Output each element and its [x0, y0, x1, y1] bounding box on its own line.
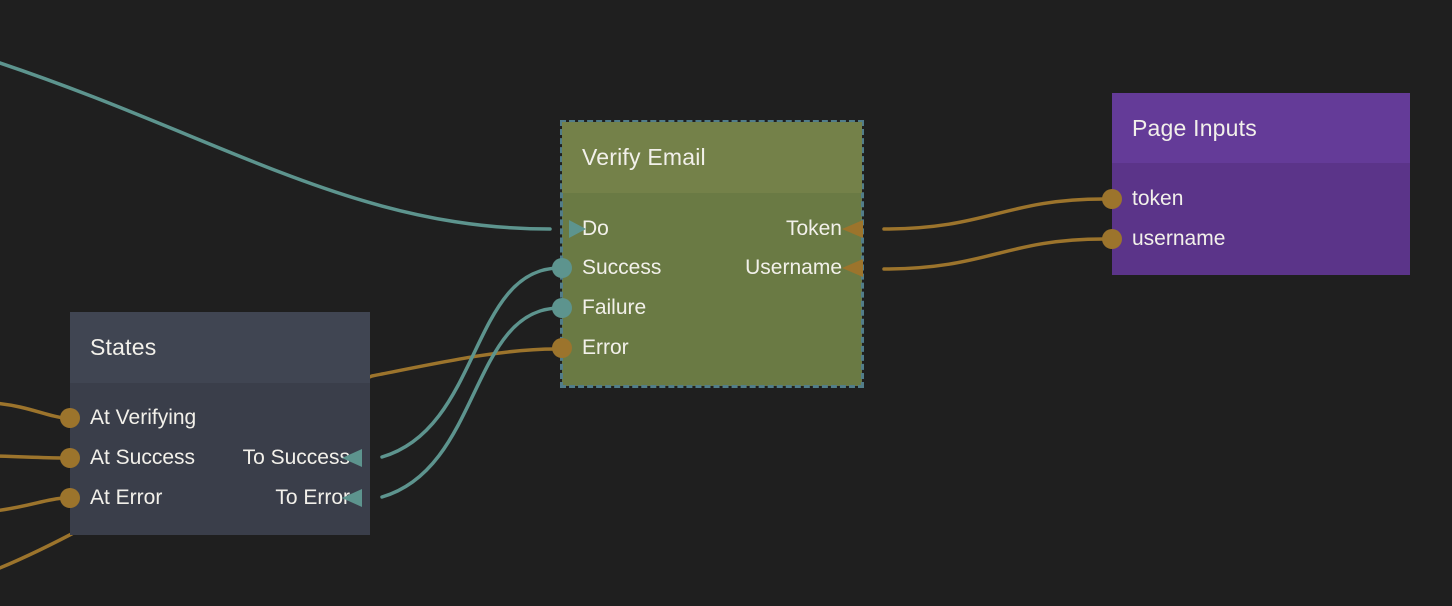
- port-row-do: Do: [569, 214, 609, 244]
- exec-in-arrow-icon[interactable]: [569, 220, 586, 238]
- port-label-username-out: username: [1132, 227, 1226, 250]
- node-verify-email-title: Verify Email: [582, 144, 706, 170]
- port-token-out[interactable]: [1102, 189, 1122, 209]
- port-username-out[interactable]: [1102, 229, 1122, 249]
- node-page-inputs-title: Page Inputs: [1132, 115, 1257, 141]
- port-label-to-success: To Success: [242, 446, 350, 469]
- node-states-header[interactable]: States: [70, 312, 370, 383]
- wire-username-to-username[interactable]: [882, 237, 1106, 271]
- port-success[interactable]: [552, 258, 572, 278]
- wire-success-to-to-success[interactable]: [380, 266, 562, 459]
- port-failure[interactable]: [552, 298, 572, 318]
- wire-offscreen-to-at-verifying[interactable]: [0, 401, 66, 420]
- port-label-to-error: To Error: [275, 486, 350, 509]
- port-label-error: Error: [582, 336, 629, 359]
- port-at-success[interactable]: [60, 448, 80, 468]
- port-label-token-in: Token: [785, 217, 842, 240]
- node-states[interactable]: States At Verifying At Success At Error …: [60, 312, 370, 535]
- port-label-do: Do: [582, 217, 609, 240]
- port-row-at-error: At Error: [60, 483, 163, 513]
- port-to-error-arrow-icon[interactable]: [342, 489, 362, 507]
- port-row-token-in: Token: [785, 214, 863, 244]
- node-verify-email-header[interactable]: Verify Email: [562, 122, 862, 193]
- node-verify-email[interactable]: Verify Email Do Success Failure Error To…: [552, 120, 864, 388]
- port-label-at-verifying: At Verifying: [90, 406, 197, 429]
- wire-offscreen-to-do[interactable]: [0, 58, 552, 231]
- wire-token-to-token[interactable]: [882, 197, 1106, 231]
- port-row-username-in: Username: [745, 253, 863, 283]
- wire-failure-to-to-error[interactable]: [380, 306, 562, 499]
- port-label-at-success: At Success: [90, 446, 196, 469]
- port-at-error[interactable]: [60, 488, 80, 508]
- port-label-at-error: At Error: [90, 486, 163, 509]
- port-row-to-success: To Success: [242, 443, 362, 473]
- port-row-at-verifying: At Verifying: [60, 403, 197, 433]
- wire-offscreen-to-at-error[interactable]: [0, 496, 66, 512]
- port-row-to-error: To Error: [275, 483, 362, 513]
- port-row-token-out: token: [1102, 184, 1184, 214]
- port-label-success: Success: [582, 256, 662, 279]
- wire-offscreen-to-at-success[interactable]: [0, 454, 66, 460]
- port-label-token-out: token: [1132, 187, 1184, 210]
- port-row-at-success: At Success: [60, 443, 196, 473]
- port-label-failure: Failure: [582, 296, 647, 319]
- node-page-inputs-header[interactable]: Page Inputs: [1112, 93, 1410, 163]
- port-to-success-arrow-icon[interactable]: [342, 449, 362, 467]
- port-at-verifying[interactable]: [60, 408, 80, 428]
- port-row-username-out: username: [1102, 224, 1226, 254]
- port-row-success: Success: [552, 253, 662, 283]
- node-states-title: States: [90, 334, 157, 360]
- port-row-failure: Failure: [552, 293, 647, 323]
- port-username-in-arrow-icon[interactable]: [842, 259, 863, 277]
- node-page-inputs[interactable]: Page Inputs token username: [1102, 93, 1410, 275]
- port-error[interactable]: [552, 338, 572, 358]
- port-token-in-arrow-icon[interactable]: [842, 220, 863, 238]
- port-row-error: Error: [552, 333, 629, 363]
- port-label-username-in: Username: [745, 256, 842, 279]
